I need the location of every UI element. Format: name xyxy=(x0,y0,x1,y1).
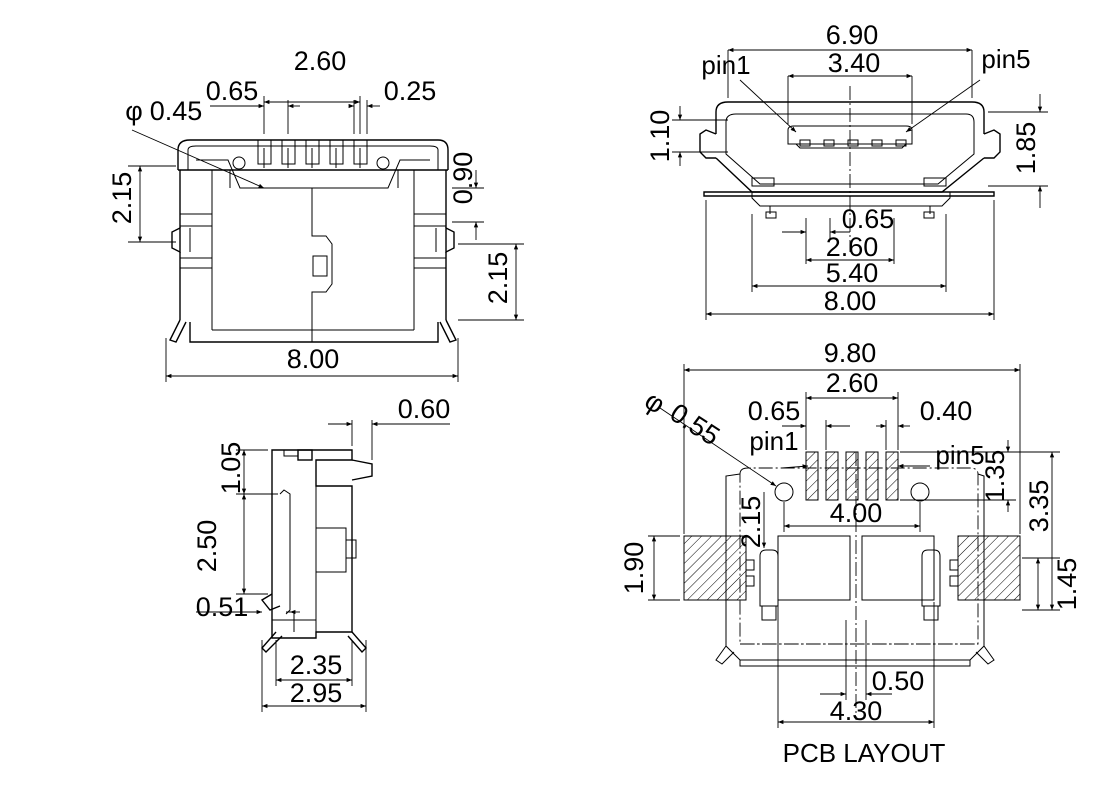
pcb-mount-pad-right xyxy=(957,535,1021,601)
pcb-layout: 9.80 2.60 0.65 0.40 φ 0.55 pin1 pin5 1.3… xyxy=(619,338,1082,768)
front-tab-height-label: 2.15 xyxy=(483,252,513,305)
front-view-dimension-lines xyxy=(128,96,524,382)
end-view-pins xyxy=(799,139,907,147)
pcb-mount-pad-left xyxy=(683,535,747,601)
side-mid-height-label: 2.50 xyxy=(192,520,222,573)
pcb-hole-spacing-label: 4.00 xyxy=(830,498,883,528)
end-opening-height-label: 1.10 xyxy=(645,110,675,163)
pcb-pad-height-label: 1.35 xyxy=(980,450,1010,503)
pcb-hole-diameter-label: 0.55 xyxy=(665,398,725,452)
end-pitch-span-label: 2.60 xyxy=(826,232,879,262)
pcb-mount-pad-lower-label: 1.45 xyxy=(1052,558,1082,611)
front-diameter-symbol: φ xyxy=(125,96,143,126)
pcb-mount-pad-height-label: 1.90 xyxy=(619,542,649,595)
front-height-left-label: 2.15 xyxy=(107,172,137,225)
end-tab-span-label: 5.40 xyxy=(826,258,879,288)
pcb-pad-to-mount-label: 3.35 xyxy=(1024,480,1054,533)
end-view-dimension-lines xyxy=(672,47,1048,320)
side-view-outline xyxy=(260,449,373,654)
front-view-outline xyxy=(169,139,457,343)
front-pitch-label: 0.65 xyxy=(206,76,259,106)
front-view-hole-right xyxy=(376,156,390,170)
side-view-dimension-lines xyxy=(196,420,450,712)
end-view: 6.90 3.40 pin1 pin5 1.10 1.85 0.65 2.60 … xyxy=(645,20,1048,320)
front-view: 2.60 0.65 0.25 φ 0.45 2.15 0.90 2.15 8.0… xyxy=(107,46,524,382)
pcb-center-pad-span-label: 4.30 xyxy=(830,696,883,726)
pcb-slot-width-label: 0.50 xyxy=(872,666,925,696)
front-pin-width-label: 0.25 xyxy=(384,76,437,106)
pcb-layout-title: PCB LAYOUT xyxy=(783,738,946,768)
side-inner-depth-label: 2.35 xyxy=(290,650,343,680)
pcb-signal-pads xyxy=(805,451,899,501)
side-top-height-label: 1.05 xyxy=(216,442,246,495)
pcb-pin5-label: pin5 xyxy=(935,440,984,470)
front-hole-diameter-label: 0.45 xyxy=(150,96,203,126)
front-view-pins xyxy=(257,139,368,168)
pcb-pad-width-label: 0.40 xyxy=(920,396,973,426)
pcb-pad-pitch-label: 0.65 xyxy=(748,396,801,426)
end-pin-pitch-label: 0.65 xyxy=(842,204,895,234)
pcb-diameter-symbol: φ xyxy=(639,385,670,420)
front-pitch-span-label: 2.60 xyxy=(294,46,347,76)
end-pin1-label: pin1 xyxy=(701,50,750,80)
end-overall-width-label: 6.90 xyxy=(826,20,879,50)
end-view-outline xyxy=(699,101,1001,219)
side-view: 0.60 1.05 2.50 0.51 2.35 2.95 xyxy=(192,394,450,712)
pcb-dimension-lines xyxy=(648,364,1060,728)
pcb-overall-width-label: 9.80 xyxy=(824,338,877,368)
side-overall-depth-label: 2.95 xyxy=(290,678,343,708)
pcb-hole-right xyxy=(910,482,930,502)
end-pin5-label: pin5 xyxy=(981,44,1030,74)
pcb-center-pad-right xyxy=(861,535,935,601)
end-base-width-label: 8.00 xyxy=(824,286,877,316)
pcb-hole-left xyxy=(774,482,794,502)
front-overall-width-label: 8.00 xyxy=(287,344,340,374)
front-shell-offset-label: 0.90 xyxy=(448,152,478,205)
side-lead-offset-label: 0.60 xyxy=(398,394,451,424)
pcb-pad-span-label: 2.60 xyxy=(826,368,879,398)
pcb-pin1-label: pin1 xyxy=(749,426,798,456)
pcb-hole-to-mount-label: 2.15 xyxy=(736,496,766,549)
end-overall-height-label: 1.85 xyxy=(1011,122,1041,175)
end-pin-span-label: 3.40 xyxy=(828,48,881,78)
side-lead-thickness-label: 0.51 xyxy=(196,592,249,622)
front-view-hole-left xyxy=(232,156,246,170)
pcb-slots xyxy=(745,549,959,621)
pcb-center-pad-left xyxy=(777,535,851,601)
